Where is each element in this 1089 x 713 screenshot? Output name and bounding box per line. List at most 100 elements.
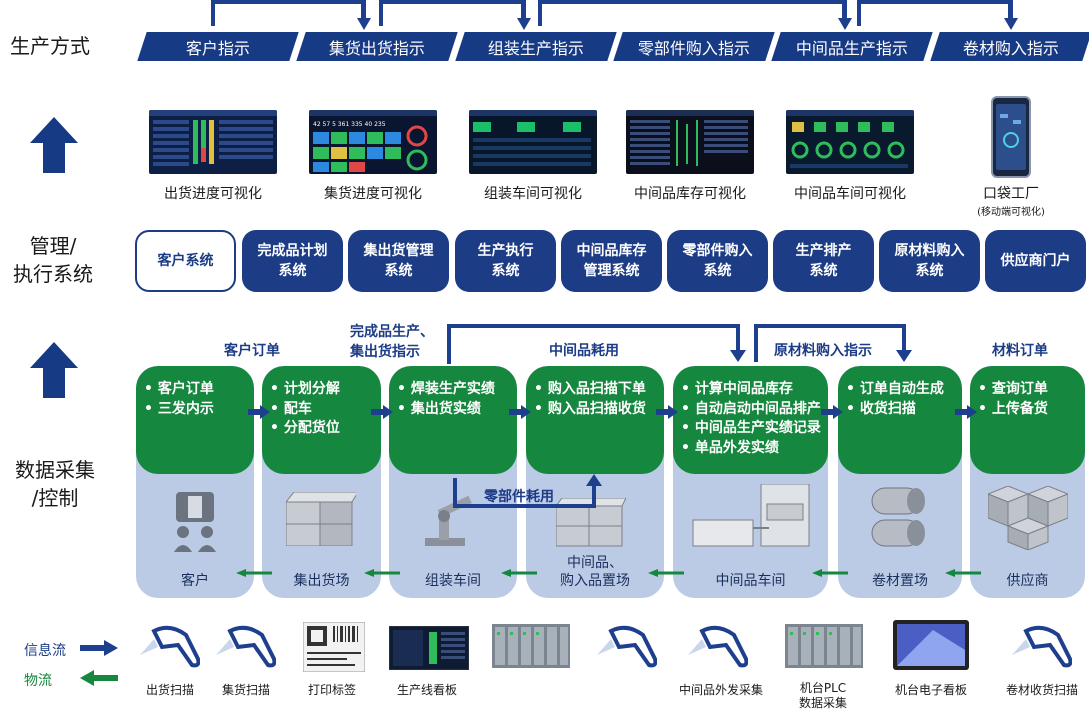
column-location: 中间品、 购入品置场: [560, 555, 630, 589]
coil-icon: [871, 487, 925, 547]
person-building-icon: [174, 492, 216, 552]
row-label-data: 数据采集 /控制: [5, 456, 105, 512]
device-caption: 卷材收货扫描: [1005, 683, 1078, 697]
plc-icon: [785, 624, 863, 668]
system-collect-ship[interactable]: 集出货管理系统: [348, 230, 449, 292]
connector-line: [538, 0, 542, 26]
up-arrow-icon: [30, 342, 78, 398]
mode-intermediate-instruction: 中间品生产指示: [771, 32, 933, 61]
legend-info-flow-label: 信息流: [24, 643, 66, 659]
parts-consumption-connector: [453, 474, 602, 508]
connector-line: [857, 0, 861, 26]
column-location: 供应商: [1006, 573, 1049, 589]
system-supplier-portal[interactable]: 供应商门户: [985, 230, 1086, 292]
column-supplier-tasks: • 查询订单 • 上传备货: [970, 366, 1085, 474]
scanner-icon: [216, 625, 276, 668]
scanner-icon: [1012, 625, 1072, 668]
column-intermediate-workshop: • 计算中间品库存 • 自动启动中间品排产 • 中间品生产实绩记录 • 单品外发…: [673, 366, 828, 598]
connector-line: [211, 0, 365, 4]
legend-material-flow-label: 物流: [24, 673, 52, 689]
header-customer-order: 客户订单: [224, 343, 280, 359]
info-flow-arrow-icon: [955, 405, 977, 419]
row-label-data-line1: 数据采集: [15, 458, 95, 482]
task-item: • 单品外发实绩: [681, 439, 779, 456]
dashboard-caption: 中间品库存可视化: [634, 186, 746, 202]
task-item: • 配车: [270, 400, 312, 417]
dashboard-caption: 出货进度可视化: [164, 186, 262, 202]
system-scheduling[interactable]: 生产排产系统: [773, 230, 874, 292]
column-intermediate-workshop-tasks: • 计算中间品库存 • 自动启动中间品排产 • 中间品生产实绩记录 • 单品外发…: [673, 366, 828, 474]
column-collect-ship: • 计划分解 • 配车 • 分配货位 集出货场: [262, 366, 381, 598]
column-location: 中间品车间: [715, 573, 786, 589]
system-finished-plan[interactable]: 完成品计划系统: [242, 230, 343, 292]
boxes-icon: [556, 498, 626, 547]
header-finished-instruction: 完成品生产、 集出货指示: [350, 322, 434, 362]
task-item: • 计划分解: [270, 381, 340, 397]
flow-connector-lines: [447, 324, 912, 364]
column-location: 集出货场: [293, 573, 350, 589]
tablet-icon: [893, 620, 969, 670]
system-intermediate-inventory[interactable]: 中间品库存管理系统: [561, 230, 662, 292]
dashboard-caption: 中间品车间可视化: [794, 186, 906, 202]
task-item: • 焊装生产实绩: [397, 381, 495, 397]
connector-line: [379, 0, 383, 26]
task-item: • 订单自动生成: [846, 381, 944, 397]
column-intermediate-yard-tasks: • 购入品扫描下单 • 购入品扫描收货: [526, 366, 664, 474]
column-assembly: • 焊装生产实绩 • 集出货实绩 组装车间: [389, 366, 517, 598]
label-icon: [303, 622, 365, 672]
task-item: • 分配货位: [270, 420, 340, 436]
system-mes[interactable]: 生产执行系统: [455, 230, 556, 292]
scanner-icon: [688, 625, 748, 668]
system-raw-material[interactable]: 原材料购入系统: [879, 230, 980, 292]
device-caption: 机台PLC 数据采集: [798, 681, 847, 710]
task-item: • 中间品生产实绩记录: [681, 420, 821, 436]
row-label-production: 生产方式: [10, 34, 90, 58]
device-caption: 中间品外发采集: [678, 683, 763, 697]
info-flow-arrow-icon: [821, 405, 843, 419]
down-arrow-icon: [838, 0, 852, 30]
connector-line: [211, 0, 215, 26]
material-flow-arrow-icon: [812, 569, 848, 577]
device-caption: 机台电子看板: [894, 683, 967, 697]
row-label-management-line2: 执行系统: [13, 262, 93, 286]
mobile-caption: 口袋工厂: [983, 186, 1039, 202]
task-item: • 自动启动中间品排产: [681, 400, 821, 417]
column-coil-yard-tasks: • 订单自动生成 • 收货扫描: [838, 366, 962, 474]
header-parts-consumption: 零部件耗用: [484, 489, 554, 505]
column-coil-yard: • 订单自动生成 • 收货扫描 卷材置场: [838, 366, 962, 598]
column-collect-ship-tasks: • 计划分解 • 配车 • 分配货位: [262, 366, 381, 474]
header-intermediate-consumption: 中间品耗用: [549, 343, 619, 359]
task-item: • 查询订单: [978, 381, 1048, 397]
material-flow-arrow-icon: [945, 569, 981, 577]
system-parts-purchase[interactable]: 零部件购入系统: [667, 230, 768, 292]
down-arrow-icon: [1004, 0, 1018, 30]
cubes-icon: [988, 486, 1068, 550]
header-finished-line1: 完成品生产、: [350, 324, 434, 340]
mode-coil-purchase-instruction: 卷材购入指示: [930, 32, 1089, 61]
device-caption: 集货扫描: [221, 683, 270, 697]
info-flow-arrow-icon: [248, 405, 270, 419]
row-label-management-line1: 管理/: [29, 234, 77, 258]
svg-text:42 57 5 361 335 40 235: 42 57 5 361 335 40 235: [313, 121, 386, 128]
mode-collect-ship-instruction: 集货出货指示: [296, 32, 458, 61]
legend-info-arrow-icon: [80, 640, 118, 656]
mobile-phone-image: [991, 96, 1031, 178]
column-customer-tasks: • 客户订单 • 三发内示: [136, 366, 254, 474]
task-item: • 三发内示: [144, 400, 214, 417]
dashboard-inventory-image: [626, 110, 754, 174]
task-item: • 收货扫描: [846, 400, 916, 417]
connector-line: [857, 0, 1013, 4]
system-customer[interactable]: 客户系统: [135, 230, 236, 292]
column-customer: • 客户订单 • 三发内示 客户: [136, 366, 254, 598]
plc-icon: [492, 624, 570, 668]
header-finished-line2: 集出货指示: [350, 344, 420, 360]
task-item: • 客户订单: [144, 381, 214, 397]
task-item: • 购入品扫描收货: [534, 400, 646, 417]
down-arrow-icon: [357, 0, 371, 30]
mobile-subcaption: (移动端可视化): [977, 207, 1045, 218]
column-location: 卷材置场: [872, 573, 928, 589]
down-arrow-icon: [517, 0, 531, 30]
dashboard-caption: 组装车间可视化: [484, 186, 582, 202]
task-item: • 集出货实绩: [397, 400, 481, 417]
task-item: • 计算中间品库存: [681, 381, 793, 397]
